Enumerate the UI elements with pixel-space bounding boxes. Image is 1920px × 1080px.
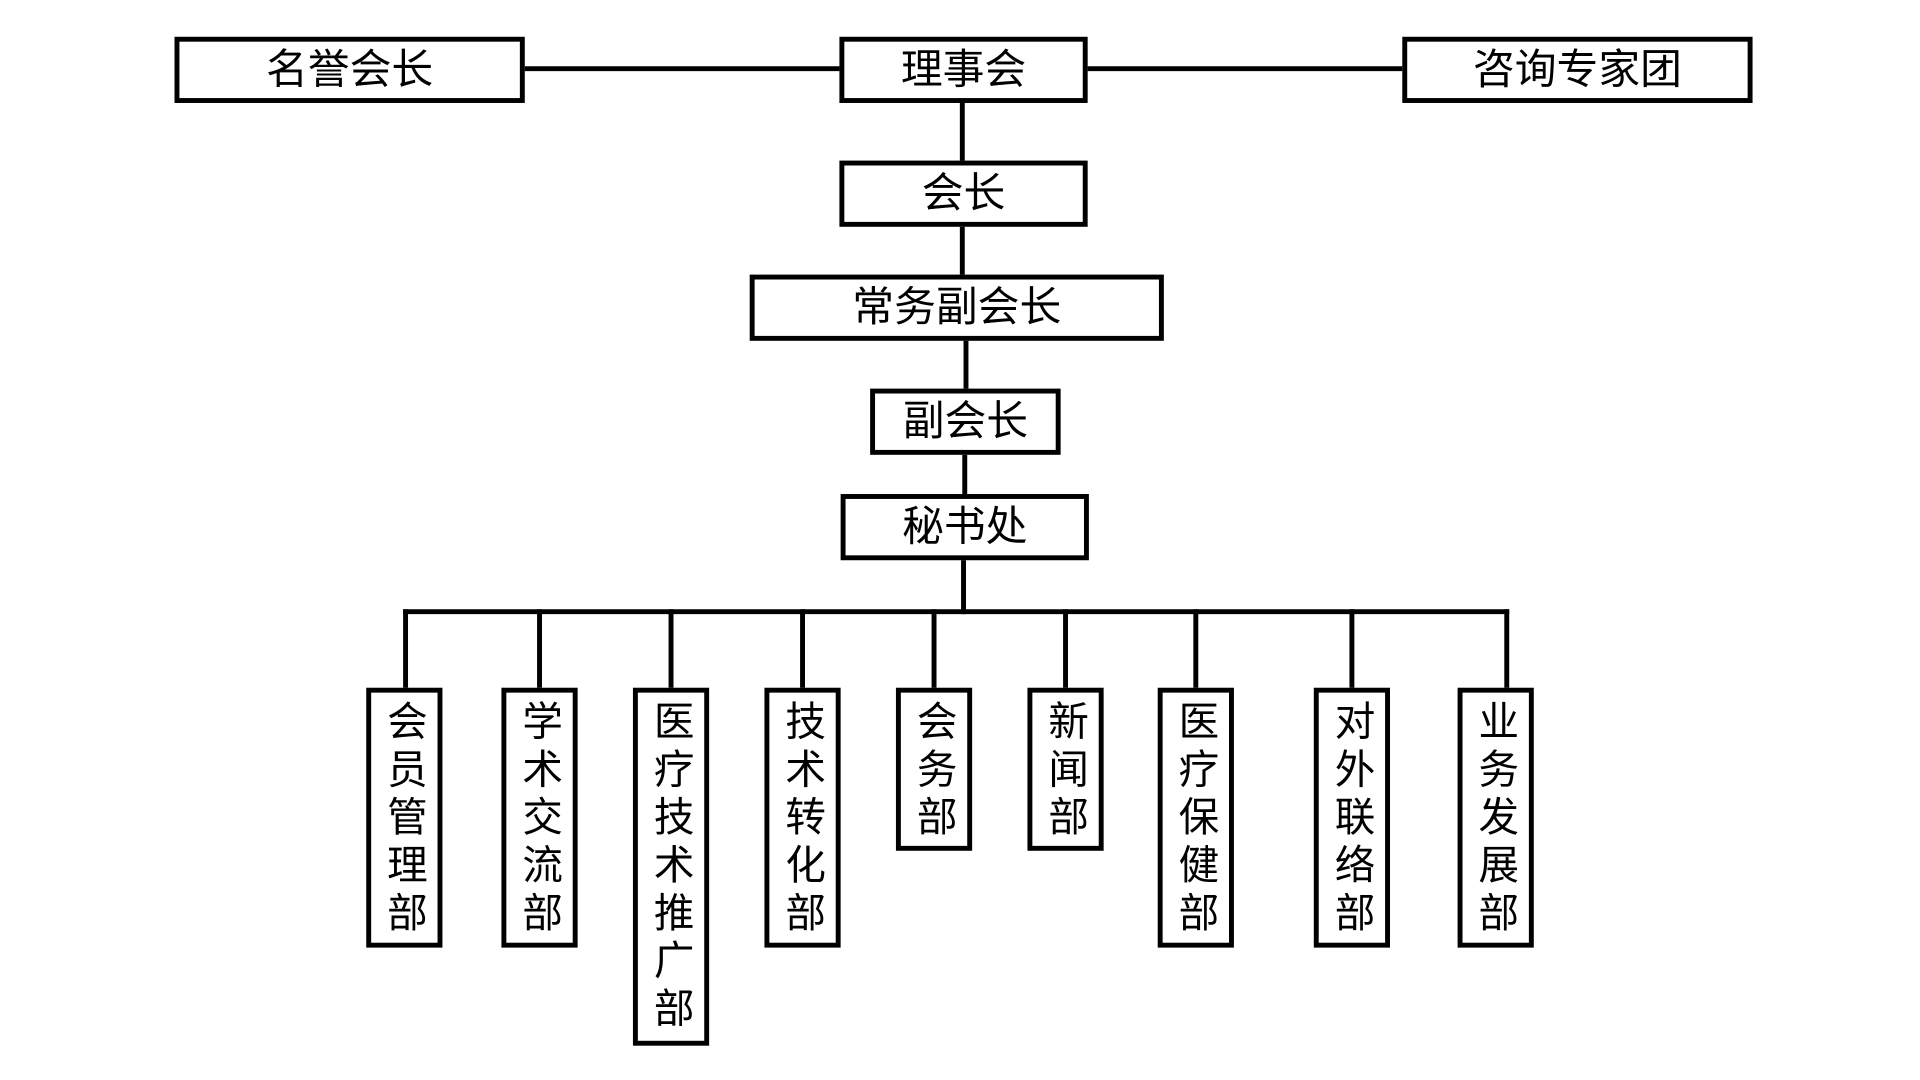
department-label: 学术交流部 [515, 699, 564, 940]
department-box-member-management: 会员管理部 [366, 687, 443, 948]
honorary-president-box: 名誉会长 [174, 36, 525, 103]
executive-vice-president-label: 常务副会长 [852, 283, 1062, 333]
advisory-group-label: 咨询专家团 [1472, 45, 1682, 95]
department-label: 对外联络部 [1327, 699, 1376, 940]
department-box-external-liaison: 对外联络部 [1313, 687, 1390, 948]
department-label: 医疗保健部 [1171, 699, 1220, 940]
department-box-medical-tech-promotion: 医疗技术推广部 [632, 687, 710, 1046]
advisory-group-box: 咨询专家团 [1402, 36, 1753, 103]
department-box-healthcare: 医疗保健部 [1157, 687, 1234, 948]
vice-president-label: 副会长 [902, 397, 1029, 447]
department-box-tech-transfer: 技术转化部 [764, 687, 841, 948]
council-box: 理事会 [839, 36, 1088, 103]
executive-vice-president-box: 常务副会长 [749, 274, 1164, 341]
department-box-conference-affairs: 会务部 [895, 687, 973, 851]
president-box: 会长 [839, 160, 1088, 227]
department-label: 会务部 [910, 699, 959, 844]
honorary-president-label: 名誉会长 [266, 45, 434, 95]
department-label: 技术转化部 [778, 699, 827, 940]
council-label: 理事会 [900, 45, 1027, 95]
department-label: 业务发展部 [1471, 699, 1520, 940]
president-label: 会长 [921, 169, 1006, 219]
department-label: 医疗技术推广部 [647, 699, 695, 1035]
department-box-business-development: 业务发展部 [1457, 687, 1534, 948]
vice-president-box: 副会长 [870, 388, 1061, 455]
department-label: 新闻部 [1041, 699, 1090, 844]
department-box-news: 新闻部 [1027, 687, 1104, 851]
department-box-academic-exchange: 学术交流部 [501, 687, 578, 948]
secretariat-box: 秘书处 [840, 494, 1089, 561]
department-label: 会员管理部 [380, 699, 429, 940]
secretariat-label: 秘书处 [902, 502, 1028, 552]
